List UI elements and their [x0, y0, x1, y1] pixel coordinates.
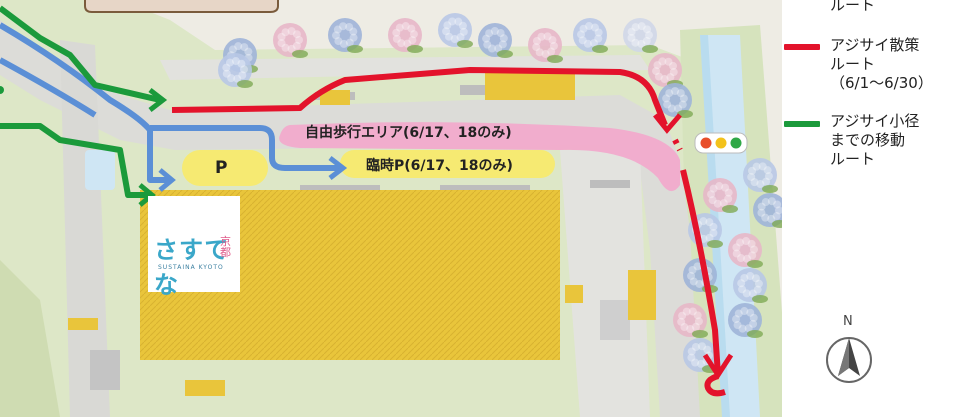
blue-arrow-head: [158, 168, 176, 192]
free-walk-area: [279, 122, 680, 192]
hydrangea-icon: [728, 233, 763, 268]
legend-item-green-label: アジサイ小径 までの移動 ルート: [830, 112, 920, 168]
road-main: [0, 20, 700, 417]
hydrangea-icon: [328, 18, 363, 53]
free-walk-area-label: 自由歩行エリア(6/17、18のみ): [305, 125, 512, 141]
logo-main-text: さすてな: [154, 236, 230, 299]
north-arrow-icon: N: [824, 314, 874, 390]
temp-parking-pill: [340, 150, 555, 178]
red-arrow-head: [653, 113, 682, 134]
red-route: [171, 67, 668, 127]
hydrangea-icon: [673, 303, 708, 338]
building-north: [485, 70, 575, 100]
blue-route-temp: [150, 125, 340, 171]
road-south-east: [560, 150, 650, 417]
green-route-2: [0, 123, 150, 198]
hydrangea-icon: [573, 18, 608, 53]
green-dot-1: [3, 123, 9, 129]
small-building-gray-2: [600, 300, 630, 340]
hydrangea-icon: [703, 178, 738, 213]
parking-strip-3: [590, 180, 630, 188]
traffic-light-icon: [694, 132, 748, 154]
small-building-gray: [90, 350, 120, 390]
legend-swatch-red: [784, 44, 820, 50]
building-east: [628, 270, 656, 320]
green-dot-3: [23, 123, 29, 129]
hydrangea-icon: [623, 18, 658, 53]
hydrangea-icon: [528, 28, 563, 63]
building-east-small: [565, 285, 583, 303]
hydrangea-icon: [478, 23, 513, 58]
green-dot-2: [13, 123, 19, 129]
red-route-south: [680, 169, 721, 376]
green-arrow-head: [148, 88, 168, 112]
legend-swatch-green: [784, 121, 820, 127]
pond-west: [85, 150, 115, 190]
hydrangea-icon: [683, 338, 718, 373]
blue-route: [0, 22, 170, 183]
hydrangea-icon: [743, 158, 778, 193]
hydrangea-icon: [728, 303, 763, 338]
parking-strip-4: [300, 185, 380, 193]
parking-pill: [182, 150, 268, 186]
title-box-edge: [84, 0, 279, 13]
hydrangea-icon: [438, 13, 473, 48]
building-north-small: [320, 90, 350, 105]
legend-item-red-label: アジサイ散策 ルート （6/1〜6/30）: [830, 36, 933, 92]
building-south-small: [185, 380, 225, 396]
compass-graphic: [826, 337, 872, 383]
blue-arrow-head-2: [328, 156, 348, 180]
green-arrow-head-2: [138, 183, 156, 207]
road-north: [160, 55, 650, 80]
red-route-turn: [704, 373, 726, 397]
sustaina-kyoto-logo: さすてな 京都 SUSTAINA KYOTO: [148, 196, 240, 299]
hydrangea-icon: [388, 18, 423, 53]
temp-parking-label: 臨時P(6/17、18のみ): [366, 158, 513, 174]
parking-label: P: [215, 158, 228, 178]
legend-item-blue-label: ルート: [830, 0, 876, 14]
green-dot-4: [0, 86, 4, 94]
hydrangea-icon: [733, 268, 768, 303]
building-west-small: [68, 318, 98, 330]
red-dashes: [672, 138, 683, 152]
hydrangea-icon: [273, 23, 308, 58]
parking-strip-5: [440, 185, 530, 193]
hydrangea-icon: [658, 83, 693, 118]
grass-west: [0, 260, 60, 417]
logo-kyoto-text: 京都: [220, 235, 231, 259]
red-arrow-head-2: [702, 353, 734, 380]
hydrangea-icon: [218, 13, 788, 373]
north-label: N: [843, 314, 853, 329]
green-route: [0, 5, 161, 103]
blue-route-2: [0, 57, 97, 118]
logo-sub-text: SUSTAINA KYOTO: [158, 264, 224, 271]
hydrangea-icon: [218, 53, 253, 88]
